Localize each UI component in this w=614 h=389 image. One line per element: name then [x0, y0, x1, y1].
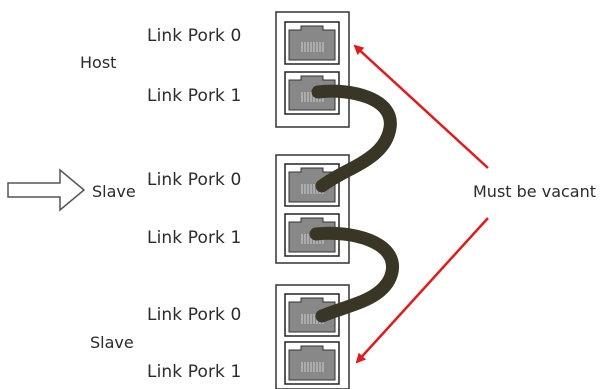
rj45-port: [284, 21, 340, 65]
ethernet-cable: [311, 84, 397, 193]
vacant-arrow: [353, 44, 489, 169]
rj45-port: [284, 163, 340, 207]
role-label-host: Host: [80, 53, 117, 72]
port-label-host-1: Link Pork 1: [147, 86, 242, 106]
vacant-arrow: [355, 217, 489, 364]
role-label-slave-2: Slave: [90, 333, 134, 352]
port-label-slave1-0: Link Pork 0: [147, 170, 242, 190]
rj45-port: [284, 341, 340, 385]
port-label-host-0: Link Pork 0: [147, 26, 242, 46]
ethernet-cable: [309, 226, 399, 323]
pointer-arrow-icon: [7, 168, 86, 212]
host-device: [275, 11, 350, 128]
role-label-slave-1: Slave: [92, 182, 136, 201]
port-label-slave2-0: Link Pork 0: [147, 305, 242, 325]
vacant-note: Must be vacant: [473, 182, 597, 201]
port-label-slave1-1: Link Pork 1: [147, 228, 242, 248]
port-label-slave2-1: Link Pork 1: [147, 362, 242, 382]
slave-device: [275, 284, 350, 389]
